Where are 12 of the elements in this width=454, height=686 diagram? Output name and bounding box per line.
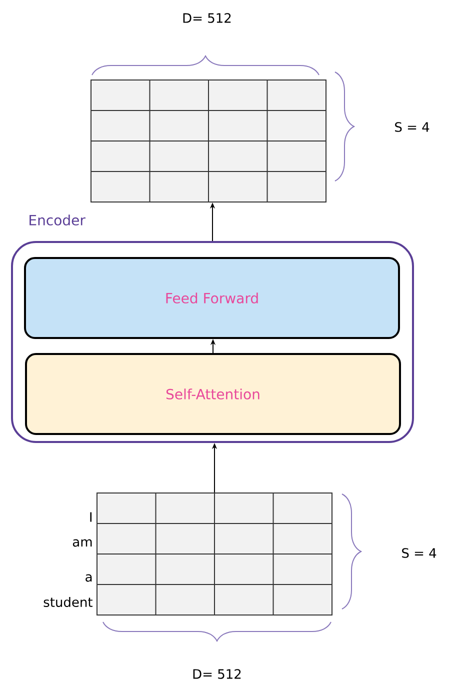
- matrix-grid: [90, 80, 326, 202]
- row-label: I: [90, 512, 92, 522]
- dimension-label: D= 512: [193, 669, 241, 679]
- row-label: am: [72, 539, 92, 547]
- row-label: a: [86, 574, 92, 582]
- layer-box: Self-Attention: [25, 353, 401, 435]
- dimension-label: S = 4: [402, 548, 436, 558]
- row-label: student: [44, 596, 92, 608]
- dimension-label: S = 4: [395, 122, 430, 132]
- encoder-label: Encoder: [30, 214, 86, 226]
- layer-box: Feed Forward: [24, 257, 400, 339]
- dimension-label: D= 512: [183, 13, 231, 23]
